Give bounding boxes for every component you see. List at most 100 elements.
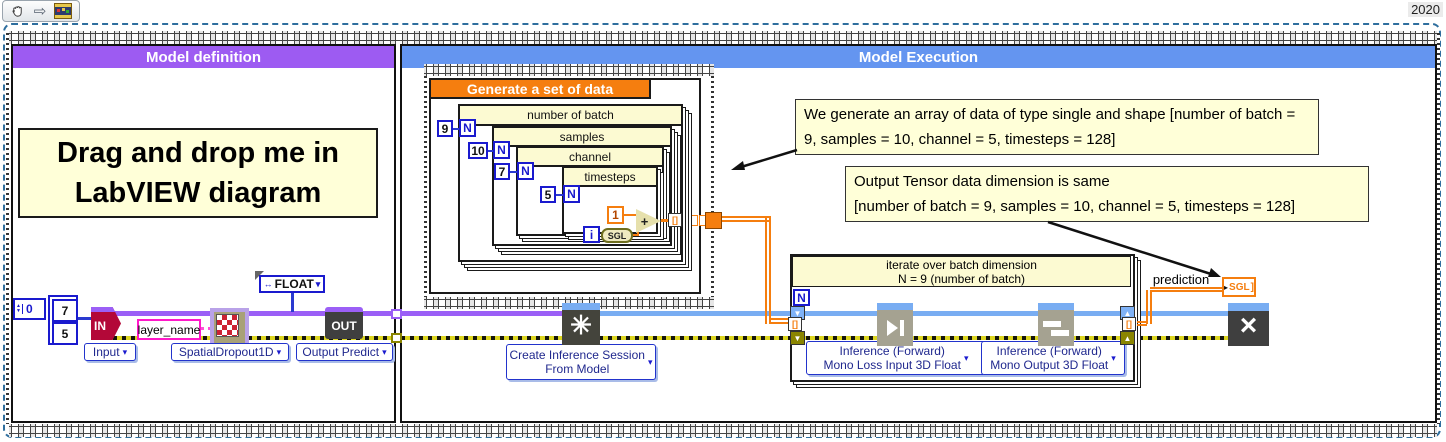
vi-snippet-icon (54, 3, 72, 19)
dropout-grid-icon (216, 314, 239, 337)
dropdown-arrow-icon: ▾ (382, 347, 387, 357)
drag-drop-note: Drag and drop me in LabVIEW diagram (18, 128, 378, 218)
inference-loss-node-icon[interactable] (877, 303, 913, 346)
loop-label-timesteps: timesteps (564, 168, 656, 187)
annotation-output-line1: Output Tensor data dimension is same (854, 173, 1110, 190)
stacked-tunnel (691, 215, 698, 226)
auto-index-tunnel-left: [] (788, 317, 802, 331)
dropdown-arrow-icon: ▾ (122, 347, 128, 357)
orange-wire (661, 219, 669, 222)
output-selector[interactable]: Output Predict ▾ (296, 343, 393, 361)
loop-count-terminal: N (459, 119, 476, 137)
create-session-node-icon[interactable]: ✳ (562, 303, 600, 345)
to-single-coercion[interactable]: SGL (601, 228, 633, 243)
sprocket-strip-left (6, 33, 9, 424)
bar-icon (899, 320, 904, 336)
input-selector[interactable]: Input ▾ (84, 343, 136, 361)
dropdown-arrow-icon: ▾ (963, 353, 969, 363)
generate-frame-left (424, 76, 427, 297)
cluster-value-7[interactable]: 7 (52, 299, 78, 322)
dropdown-arrow-icon: ▾ (1111, 353, 1116, 363)
create-session-selector[interactable]: Create Inference Session From Model ▾ (506, 344, 656, 380)
drag-drop-note-line2: LabVIEW diagram (74, 177, 322, 209)
hand-icon (11, 5, 22, 17)
model-execution-header: Model Execution (402, 46, 1435, 68)
arrow-tool-button[interactable]: ⇨ (31, 2, 49, 20)
inference-loss-selector[interactable]: Inference (Forward) Mono Loss Input 3D F… (806, 341, 986, 375)
generate-title: Generate a set of data (466, 80, 614, 97)
orange-wire (624, 214, 636, 216)
cluster-constant[interactable]: 7 5 (48, 295, 78, 345)
loop-label-channel: channel (518, 148, 662, 167)
sprocket-strip-right (1437, 33, 1440, 424)
dropdown-arrow-icon: ▾ (276, 347, 282, 357)
session-wire-blue (598, 311, 1250, 316)
count-wire (453, 128, 459, 130)
generate-frame-right (711, 76, 714, 297)
stacked-tunnel (683, 215, 690, 226)
enum-wire (291, 293, 294, 312)
loop-count-terminal: N (563, 185, 580, 203)
panel-model-definition: Model definition (11, 44, 396, 423)
array-wire (1146, 290, 1152, 324)
count-wire (556, 194, 563, 196)
count-constant-9[interactable]: 9 (437, 120, 453, 137)
error-wire (108, 336, 1250, 340)
inference-output-label-line1: Inference (Forward) (996, 344, 1102, 358)
block-icon (1043, 320, 1061, 327)
inference-output-node-icon[interactable] (1038, 303, 1074, 346)
layer-name-string-constant[interactable]: layer_name (137, 319, 201, 340)
arrow-right-icon: ⇨ (33, 3, 47, 20)
count-constant-10[interactable]: 10 (468, 142, 488, 159)
count-constant-7[interactable]: 7 (494, 163, 510, 180)
loop-count-terminal: N (517, 162, 534, 180)
enum-arrows-icon: ↔ (263, 279, 273, 289)
array-wire (765, 216, 771, 324)
drag-drop-note-line1: Drag and drop me in (57, 137, 339, 169)
cluster-value-5[interactable]: 5 (52, 322, 78, 345)
batch-loop-label: iterate over batch dimension N = 9 (numb… (792, 256, 1131, 287)
iteration-terminal: i (583, 226, 600, 243)
generate-frame-top (424, 64, 714, 76)
shift-register-right-blue: ▲ (1120, 306, 1135, 320)
float-enum-constant[interactable]: ↔ FLOAT ▾ (259, 275, 325, 293)
shift-register-left-olive: ▼ (790, 331, 805, 345)
count-wire (488, 150, 493, 152)
output-selector-label: Output Predict (302, 345, 380, 359)
prediction-indicator[interactable]: ▸ SGL ] (1222, 277, 1256, 297)
numeric-control-value[interactable]: 0 (25, 302, 33, 316)
indicator-arrow-icon: ▸ (1224, 282, 1229, 292)
dropout-selector[interactable]: SpatialDropout1D ▾ (171, 343, 289, 361)
output-badge: OUT (331, 318, 357, 333)
loop-count-terminal: N (793, 289, 810, 306)
loop-label-number-of-batch: number of batch (460, 106, 681, 126)
input-selector-label: Input (92, 345, 120, 359)
batch-loop-label-line1: iterate over batch dimension (886, 257, 1037, 272)
count-wire (510, 171, 517, 173)
create-session-glyph-icon: ✳ (570, 310, 592, 340)
output-node-icon[interactable]: OUT (325, 307, 363, 339)
snippet-tool-button[interactable] (54, 2, 72, 20)
dropdown-arrow-icon: ▾ (315, 278, 321, 289)
sprocket-strip-bottom (9, 424, 1437, 437)
pan-hand-tool-button[interactable] (8, 2, 26, 20)
layer-name-text: layer_name (137, 322, 201, 337)
dropdown-arrow-icon: ▾ (647, 357, 653, 367)
labview-version-label: 2020 (1408, 2, 1443, 17)
annotation-generate: We generate an array of data of type sin… (795, 99, 1319, 155)
array-wire (1150, 287, 1222, 292)
play-icon (886, 320, 898, 336)
numeric-control[interactable]: ▲▼ 0 (13, 298, 46, 320)
loop-label-samples: samples (494, 128, 670, 147)
dispose-session-node-icon[interactable]: × (1228, 303, 1269, 346)
toolbar: ⇨ (2, 0, 80, 22)
bracket-icon: ] (1250, 281, 1254, 293)
annotation-output-line2: [number of batch = 9, samples = 10, chan… (854, 198, 1296, 215)
constant-one[interactable]: 1 (607, 206, 624, 224)
array-wire (1137, 321, 1147, 326)
inference-output-selector[interactable]: Inference (Forward) Mono Output 3D Float… (981, 341, 1125, 375)
purple-wire-tunnel (391, 309, 402, 319)
count-constant-5[interactable]: 5 (540, 186, 556, 203)
spinner-icon[interactable]: ▲▼ (16, 303, 23, 314)
